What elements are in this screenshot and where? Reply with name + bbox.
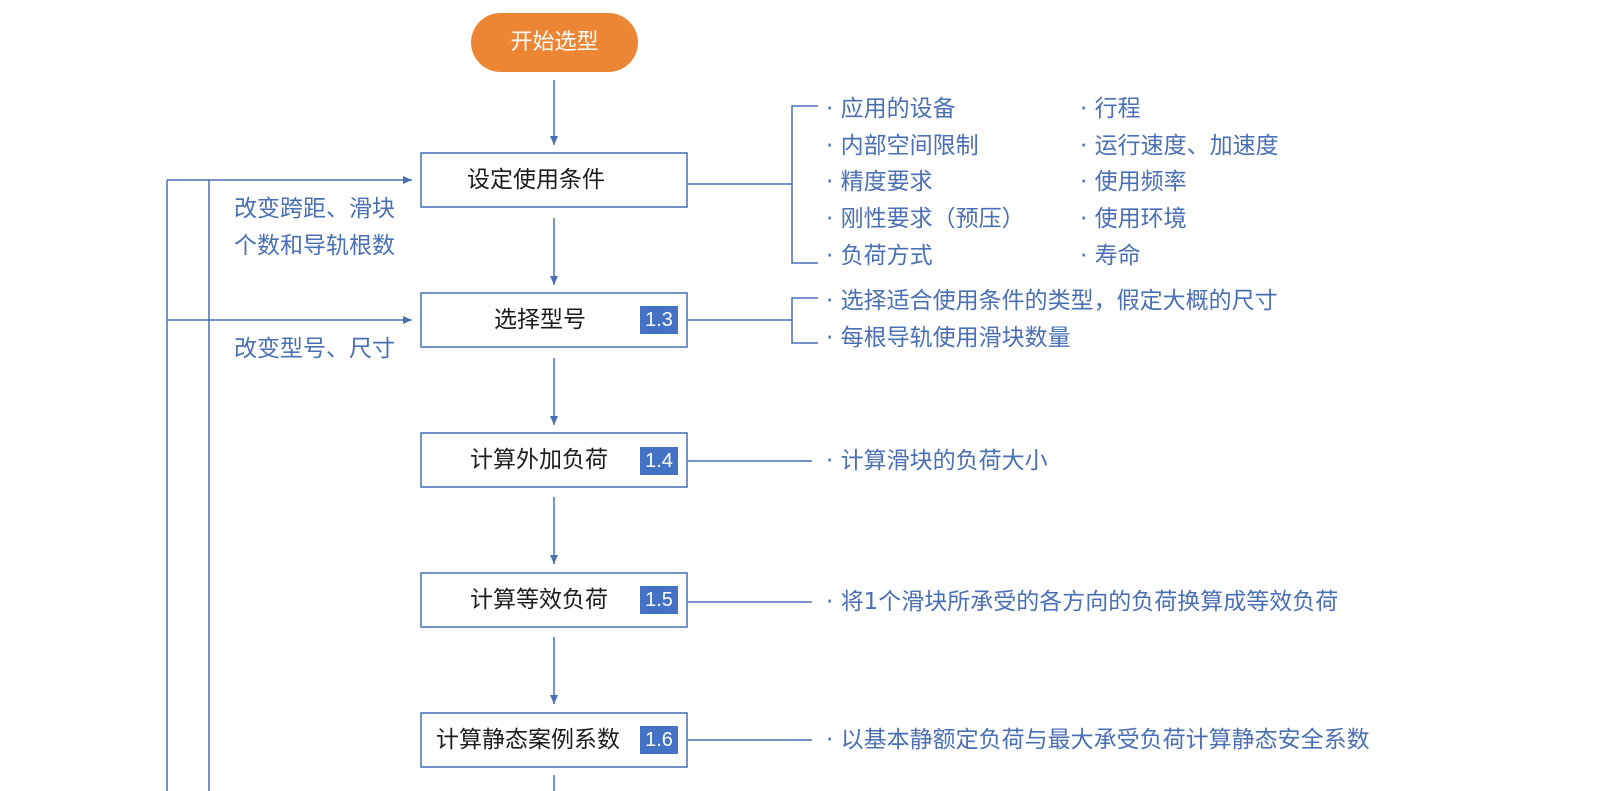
- note-text: 将1个滑块所承受的各方向的负荷换算成等效负荷: [840, 589, 1339, 615]
- condition-item-speed: · 运行速度、加速度: [1080, 128, 1279, 164]
- section-badge-select-model: 1.3: [640, 306, 678, 334]
- bullet: ·: [826, 206, 834, 232]
- condition-text: 使用频率: [1094, 169, 1187, 195]
- condition-item-stroke: · 行程: [1080, 91, 1141, 127]
- bullet: ·: [826, 325, 834, 351]
- model-note-type: · 选择适合使用条件的类型，假定大概的尺寸: [826, 283, 1278, 319]
- model-note-block-count: · 每根导轨使用滑块数量: [826, 320, 1071, 356]
- condition-item-equipment: · 应用的设备: [826, 91, 956, 127]
- bullet: ·: [826, 243, 834, 269]
- section-badge-equivalent-load: 1.5: [640, 586, 678, 614]
- condition-text: 行程: [1094, 96, 1141, 122]
- step-label-select-model: 选择型号: [494, 307, 586, 333]
- condition-text: 刚性要求（预压）: [840, 206, 1025, 232]
- note-text: 每根导轨使用滑块数量: [840, 325, 1071, 351]
- feedback-label-span-line1: 改变跨距、滑块: [234, 196, 395, 222]
- bullet: ·: [826, 448, 834, 474]
- condition-item-rigidity: · 刚性要求（预压）: [826, 201, 1025, 237]
- step-label-external-load: 计算外加负荷: [470, 447, 608, 473]
- step-label-set-conditions: 设定使用条件: [467, 167, 605, 193]
- condition-text: 负荷方式: [840, 243, 933, 269]
- condition-item-frequency: · 使用频率: [1080, 164, 1187, 200]
- condition-item-environment: · 使用环境: [1080, 201, 1187, 237]
- note-text: 选择适合使用条件的类型，假定大概的尺寸: [840, 288, 1278, 314]
- static-note: · 以基本静额定负荷与最大承受负荷计算静态安全系数: [826, 722, 1370, 758]
- feedback-label-span-line2: 个数和导轨根数: [234, 233, 395, 259]
- start-label: 开始选型: [510, 30, 599, 55]
- note-text: 计算滑块的负荷大小: [840, 448, 1048, 474]
- bullet: ·: [1080, 96, 1088, 122]
- bracket-model-notes: [688, 297, 818, 344]
- condition-text: 运行速度、加速度: [1094, 133, 1279, 159]
- condition-item-space-limit: · 内部空间限制: [826, 128, 979, 164]
- section-badge-external-load: 1.4: [640, 447, 678, 475]
- bracket-conditions: [688, 105, 818, 264]
- bullet: ·: [1080, 206, 1088, 232]
- step-box-equivalent-load: [420, 572, 688, 628]
- condition-text: 使用环境: [1094, 206, 1187, 232]
- bullet: ·: [826, 169, 834, 195]
- bullet: ·: [826, 288, 834, 314]
- step-box-set-conditions: [420, 152, 688, 208]
- bullet: ·: [1080, 169, 1088, 195]
- condition-item-accuracy: · 精度要求: [826, 164, 933, 200]
- note-text: 以基本静额定负荷与最大承受负荷计算静态安全系数: [840, 727, 1370, 753]
- condition-item-load-type: · 负荷方式: [826, 238, 933, 274]
- condition-text: 内部空间限制: [840, 133, 979, 159]
- bullet: ·: [826, 133, 834, 159]
- condition-item-life: · 寿命: [1080, 238, 1141, 274]
- step-label-static-safety: 计算静态案例系数: [436, 727, 620, 753]
- start-node: [471, 13, 638, 72]
- condition-text: 寿命: [1094, 243, 1141, 269]
- condition-text: 精度要求: [840, 169, 933, 195]
- bullet: ·: [1080, 243, 1088, 269]
- feedback-label-model: 改变型号、尺寸: [234, 336, 395, 362]
- step-label-equivalent-load: 计算等效负荷: [470, 587, 608, 613]
- condition-text: 应用的设备: [840, 96, 956, 122]
- section-badge-static-safety: 1.6: [640, 726, 678, 754]
- equivalent-note: · 将1个滑块所承受的各方向的负荷换算成等效负荷: [826, 584, 1338, 620]
- load-note: · 计算滑块的负荷大小: [826, 443, 1048, 479]
- bullet: ·: [826, 727, 834, 753]
- bullet: ·: [1080, 133, 1088, 159]
- bullet: ·: [826, 96, 834, 122]
- bullet: ·: [826, 589, 834, 615]
